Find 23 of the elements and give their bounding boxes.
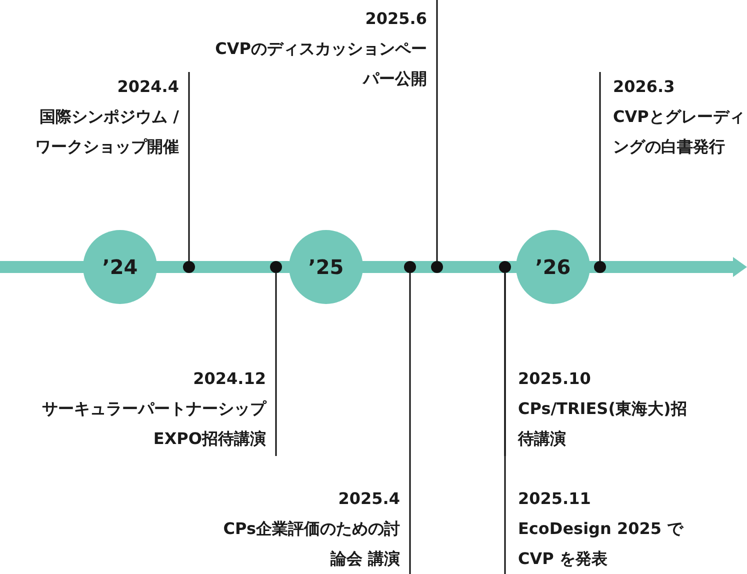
event-description: EcoDesign 2025 でCVP を発表 (518, 518, 685, 570)
event-date: 2024.4 (116, 76, 179, 98)
event-date: 2026.3 (613, 76, 676, 98)
leader-line (275, 273, 277, 456)
leader-line (504, 273, 506, 574)
year-circle: ’24 (83, 230, 157, 304)
leader-line (599, 72, 601, 261)
event-description: CPs企業評価のための討論会 講演 (222, 518, 400, 570)
event-description: サーキュラーパートナーシップEXPO招待講演 (41, 398, 266, 450)
event-date: 2024.12 (192, 368, 266, 390)
event-description: CVPとグレーディングの白書発行 (613, 106, 746, 158)
leader-line (436, 0, 438, 261)
year-circle: ’25 (289, 230, 363, 304)
event-date: 2025.6 (364, 8, 427, 30)
leader-line (188, 72, 190, 261)
leader-line (409, 273, 411, 574)
year-circle: ’26 (516, 230, 590, 304)
event-date: 2025.4 (337, 488, 400, 510)
event-description: CPs/TRIES(東海大)招待講演 (518, 398, 688, 450)
event-description: 国際シンポジウム /ワークショップ開催 (34, 106, 179, 158)
event-date: 2025.11 (518, 488, 592, 510)
event-description: CVPのディスカッションペーパー公開 (214, 38, 427, 90)
event-date: 2025.10 (518, 368, 592, 390)
